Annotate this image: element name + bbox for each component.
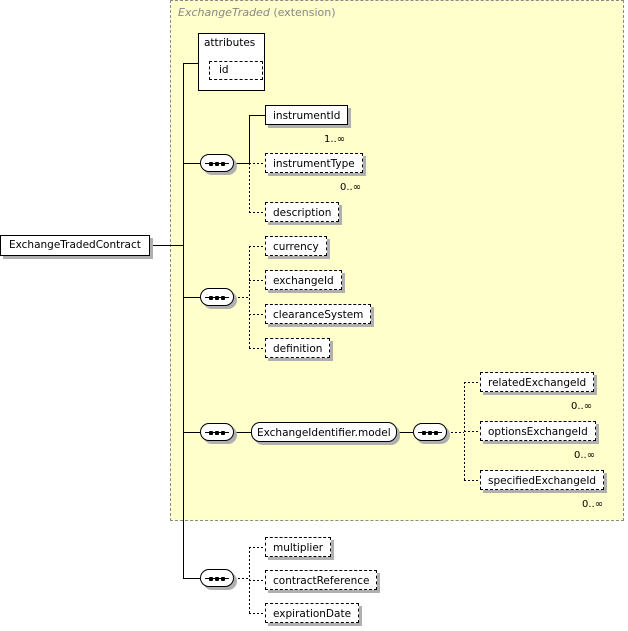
- element-exchangeId[interactable]: exchangeId: [265, 270, 342, 290]
- element-currency[interactable]: currency: [265, 236, 327, 256]
- cardinality-instrumentType: 0..∞: [340, 182, 362, 193]
- element-multiplier[interactable]: multiplier: [265, 537, 332, 557]
- element-instrumentType[interactable]: instrumentType: [265, 153, 363, 173]
- extension-label: (extension): [273, 6, 336, 19]
- sequence-compositor-2[interactable]: [200, 288, 234, 306]
- element-instrumentId[interactable]: instrumentId: [265, 105, 349, 125]
- root-element[interactable]: ExchangeTradedContract: [0, 235, 150, 256]
- cardinality-relatedExchangeId: 0..∞: [571, 401, 593, 412]
- sequence-compositor-3[interactable]: [200, 423, 234, 441]
- attributes-label: attributes: [204, 37, 256, 49]
- sequence-compositor-4[interactable]: [200, 569, 234, 587]
- element-expirationDate[interactable]: expirationDate: [265, 603, 360, 623]
- element-description[interactable]: description: [265, 202, 340, 222]
- sequence-compositor-group[interactable]: [413, 423, 447, 441]
- cardinality-optionsExchangeId: 0..∞: [574, 450, 596, 461]
- element-contractReference[interactable]: contractReference: [265, 570, 378, 590]
- attributes-box[interactable]: attributes id: [198, 33, 265, 91]
- element-specifiedExchangeId[interactable]: specifiedExchangeId: [480, 470, 605, 490]
- extension-title: ExchangeTraded (extension): [178, 6, 336, 19]
- sequence-compositor-1[interactable]: [200, 154, 234, 172]
- extension-base: ExchangeTraded: [178, 6, 270, 19]
- cardinality-specifiedExchangeId: 0..∞: [582, 499, 604, 510]
- cardinality-instrumentId: 1..∞: [324, 134, 346, 145]
- group-ExchangeIdentifier-model[interactable]: ExchangeIdentifier.model: [251, 422, 397, 442]
- element-optionsExchangeId[interactable]: optionsExchangeId: [480, 421, 596, 441]
- element-definition[interactable]: definition: [265, 338, 331, 358]
- element-relatedExchangeId[interactable]: relatedExchangeId: [480, 372, 595, 392]
- element-clearanceSystem[interactable]: clearanceSystem: [265, 304, 372, 324]
- attribute-id[interactable]: id: [209, 61, 263, 80]
